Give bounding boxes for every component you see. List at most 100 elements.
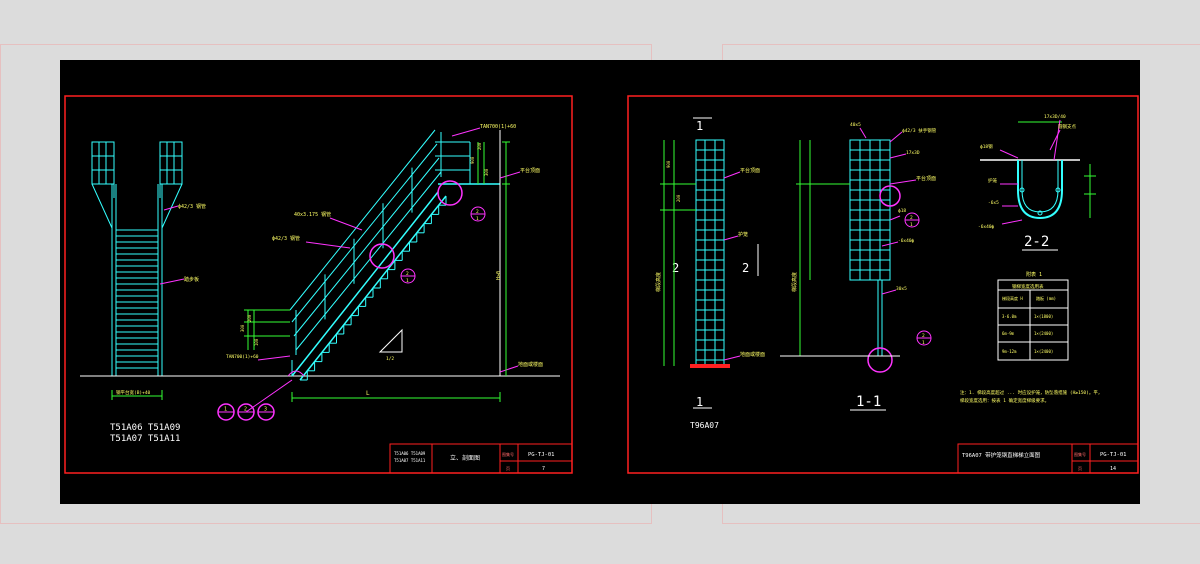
elev-section-mark-1-bottom: 1 — [696, 395, 703, 409]
front-callout-tread: 踏步板 — [184, 276, 199, 283]
right-tb-title: T96A07 带护笼钢直梯梯立面图 — [962, 451, 1041, 459]
section-2-view — [980, 121, 1096, 220]
left-tb-code: PG-TJ-01 — [528, 452, 555, 458]
right-sheet: 1 1 2 2 平台顶面 护笼 地面或楼面 梯段高度 900 200 T96A0… — [627, 95, 1139, 474]
table-row-2-col-1: 6m-9m — [1002, 331, 1015, 336]
side-dim-top-1: 900 — [470, 156, 475, 164]
right-tb-page: 14 — [1110, 466, 1116, 472]
left-tb-title: 立、剖面图 — [450, 454, 480, 462]
detail-circle-mid — [369, 243, 395, 269]
sec1-callout-2: ф42/3 扶手钢管 — [902, 127, 937, 134]
detail-tag-mid-bottom: 1 — [406, 278, 409, 284]
table-title: 附表 1 — [1026, 271, 1042, 278]
elev-section-mark-1-top: 1 — [696, 119, 703, 133]
table-row-2-col-2: 1×(2400) — [1034, 331, 1053, 336]
section-1-tag-upper-bottom: 1 — [910, 222, 913, 228]
side-level-bottom: 地面或楼面 — [518, 361, 543, 368]
sec2-callout-1: 17x3D/40 — [1044, 114, 1066, 120]
sec1-callout-3: 17x3D — [906, 150, 920, 156]
elev-label-platform: 平台顶面 — [740, 167, 760, 174]
notes-line-1: 注：1. 梯段高度超过 ... 时应设护笼，防坠落措施 (H≥150)。平， — [960, 389, 1102, 396]
sec1-callout-1: 40x5 — [850, 122, 861, 128]
table-row-1-col-1: 3-6.0m — [1002, 314, 1017, 319]
right-tb-code: PG-TJ-01 — [1100, 452, 1127, 458]
side-view-posts — [295, 132, 442, 355]
elev-dim-top-2: 200 — [676, 194, 681, 202]
side-dim-left-1: 300 — [240, 324, 245, 332]
elevation-rungs — [696, 149, 724, 361]
section-1-tag-lower-bottom: 1 — [922, 340, 925, 346]
section-1-tag-lower-top: 2 — [922, 333, 925, 339]
sec1-callout-4: 平台顶面 — [916, 175, 936, 182]
right-title-block: T96A07 带护笼钢直梯梯立面图 图集号 PG-TJ-01 页 14 — [957, 443, 1139, 474]
sec1-callout-7: 30x5 — [896, 286, 907, 292]
left-tb-models-2: T51A07 T51A11 — [394, 458, 426, 463]
detail-number-label: 3 — [264, 407, 267, 413]
left-tb-models-1: T51A06 T51A09 — [394, 451, 426, 456]
sec1-title: 1-1 — [856, 394, 881, 410]
detail-number-label: 1 — [224, 407, 227, 413]
front-view-treads — [116, 229, 158, 369]
right-tb-figure-label: 图集号 — [1074, 451, 1086, 457]
notes-line-2: 梯段宽度选用：按表 1 确定宽度梯级要求。 — [960, 397, 1049, 404]
elev-label-ground: 地面或楼面 — [740, 351, 765, 358]
table-row-3-col-1: 9m-12m — [1002, 349, 1017, 354]
left-frame — [64, 95, 573, 474]
elev-label-cage: 护笼 — [738, 231, 748, 238]
left-tb-page-label: 页 — [506, 466, 510, 471]
side-dim-span: L — [366, 390, 370, 397]
section-1-detail-lower — [867, 347, 893, 373]
elevation-view — [695, 139, 725, 367]
side-dim-top-2: 200 — [477, 142, 482, 150]
left-title-block: T51A06 T51A09 T51A07 T51A11 立、剖面图 图集号 PG… — [389, 443, 573, 474]
table-subtitle: 钢梯宽度选用表 — [1012, 283, 1044, 290]
front-model-line-2: T51A07 T51A11 — [110, 434, 180, 444]
selection-table: 附表 1 钢梯宽度选用表 梯段高度 H 踏板 (mm) 3-6.0m 1×(18… — [997, 271, 1069, 361]
elev-section-mark-2-left: 2 — [672, 261, 679, 275]
sec1-callout-5: ф18 — [898, 208, 906, 214]
front-dim-width: 钢平台宽(B)+40 — [116, 389, 151, 396]
table-header-2: 踏板 (mm) — [1036, 295, 1056, 301]
detail-tag-mid-top: 2 — [406, 271, 409, 277]
detail-tag-upper-top: 2 — [476, 209, 479, 215]
sec2-callout-5: -6x5 — [988, 200, 999, 206]
detail-tag-upper-bottom: 1 — [476, 216, 479, 222]
side-callout-pipe-b: ф42/3 钢管 — [272, 235, 300, 242]
front-callout-pipe: ф42/3 钢管 — [178, 203, 206, 210]
elev-section-mark-2-right: 2 — [742, 261, 749, 275]
section-1-view — [849, 139, 891, 356]
cad-canvas: ф42/3 钢管 踏步板 钢平台宽(B)+40 T51A06 T51A09 T5… — [60, 60, 1140, 504]
elev-model: T96A07 — [690, 421, 719, 430]
table-row-1-col-2: 1×(1800) — [1034, 314, 1053, 319]
table-row-3-col-2: 1×(2400) — [1034, 349, 1053, 354]
sec1-dim-height: 梯段高度 — [791, 272, 798, 292]
detail-circle-upper — [437, 180, 463, 206]
side-dim-left-3: 100 — [254, 338, 259, 346]
side-dim-left-2: 200 — [247, 314, 252, 322]
side-view-steps — [300, 196, 447, 381]
sec2-callout-4: 护笼 — [988, 177, 997, 184]
sec2-callout-2: 圆钢支点 — [1058, 123, 1076, 130]
side-level-top: 平台顶面 — [520, 167, 540, 174]
section-1-rungs — [850, 149, 890, 271]
slope-triangle — [378, 328, 403, 353]
side-callout-bottom: TAN700(1)+60 — [226, 354, 259, 360]
detail-number-circles: 1 2 3 — [217, 403, 275, 421]
left-sheet: ф42/3 钢管 踏步板 钢平台宽(B)+40 T51A06 T51A09 T5… — [64, 95, 573, 474]
sec2-title: 2-2 — [1024, 234, 1049, 250]
front-view — [91, 141, 183, 376]
slope-label: 1/2 — [386, 356, 394, 362]
detail-number-label: 2 — [244, 407, 247, 413]
left-tb-page: 7 — [542, 466, 545, 472]
sec1-callout-6: -6x40ф — [898, 238, 915, 244]
side-callout-pipe-a: 40x3.175 钢管 — [294, 211, 331, 218]
side-callout-top-1: TAN700(1)+60 — [480, 124, 516, 130]
side-dim-top-3: 300 — [484, 168, 489, 176]
elev-dim-top-1: 900 — [666, 160, 671, 168]
section-1-tag-upper-top: 2 — [910, 215, 913, 221]
sec2-callout-6: -6x40ф — [978, 224, 995, 230]
elev-dim-height: 梯段高度 — [655, 272, 662, 292]
front-model-line-1: T51A06 T51A09 — [110, 423, 180, 433]
sec2-callout-3: ф18钢 — [980, 143, 993, 150]
left-tb-figure-label: 图集号 — [502, 451, 514, 457]
